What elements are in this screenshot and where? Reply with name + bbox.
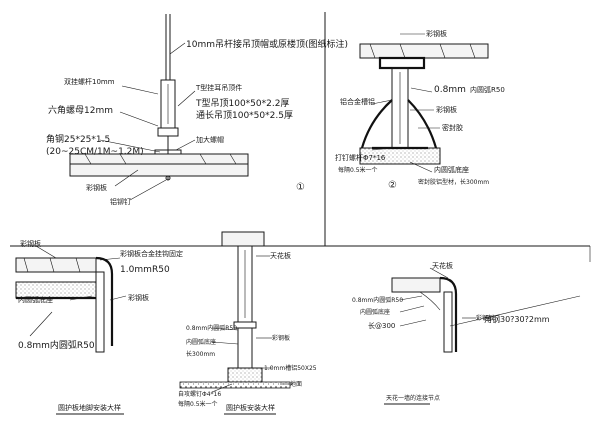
base-side-panel-label: 彩钢板 [128,293,149,302]
detail-4-caption: 圆护板安装大样 [226,403,275,412]
thickness-label: 0.8mm [434,85,466,95]
panel-5-label: 彩钢板 [476,314,494,322]
rivet-label: 铝铆钉 [110,197,131,206]
hex-nut-label: 六角螺母12mm [48,104,113,116]
detail-1-number: ① [296,182,305,193]
panel-label: 彩钢板 [86,183,107,192]
detail-3-base: 彩钢板 彩钢板合金挂钩固定 1.0mm R50 彩钢板 内圆弧底座 0.8mm内… [15,239,183,415]
side-panel-4-label: 彩钢板 [272,334,290,342]
detail-3-caption: 圆护板地脚安装大样 [58,403,121,412]
spec-a-label: T型吊顶100*50*2.2厚 [195,98,289,109]
spec-5a-label: 0.8mm内圆弧R50 [352,296,403,304]
spacing2-label: 每隔0.5米一个 [338,166,378,174]
bottom-4-label: 1.0mm槽铝50X25 [264,364,317,372]
spec-b-label: 通长吊顶100*50*2.5厚 [196,109,293,121]
detail-1-hanger: 10mm吊杆接吊顶帽或原楼顶(图纸标注) 双挂螺杆10mm 六角螺母12mm T… [46,14,348,206]
spec-4a-label: 0.8mm内圆弧R50 [186,324,237,332]
detail-4-wall-panel: 天花板 0.8mm内圆弧R50 内圆弧底座 长300mm 彩钢板 1.0mm槽铝… [178,231,317,415]
floor-4-label: 地面 [290,380,302,388]
base-arc-label: 内圆弧底座 [18,295,53,304]
sealant-label: 密封胶 [442,123,463,132]
detail-2-number: ② [388,180,397,191]
base-panel-label: 彩钢板 [20,239,41,248]
detail-2-partition: 彩钢板 0.8mm 内圆弧R50 铝合金槽铝 彩钢板 密封胶 打钉螺杆Φ7*16… [335,29,505,191]
detail-5-ceiling-joint: 天花板 0.8mm内圆弧R50 内圆弧底座 长@300 彩钢板 角钢30?30?… [352,261,581,405]
anchor-4-label: 自攻螺钉Φ4*16 [178,390,221,398]
length-4-label: 长300mm [186,350,215,358]
channel-label: T型挂耳吊顶件 [195,83,242,92]
side-note-5-label: 角钢30?30?2mm [484,314,550,324]
spacing-4-label: 每隔0.5米一个 [178,400,218,408]
side-panel-label: 彩钢板 [436,105,457,114]
base-thickness-label: 1.0mm [120,265,152,275]
bolt-label: 加大螺帽 [196,135,224,144]
radius-label: 内圆弧R50 [470,85,505,94]
alu-section-label: 铝合金槽铝 [340,97,375,106]
ceiling-5-label: 天花板 [432,261,453,270]
fixing-label: 彩钢板合金挂钩固定 [120,249,183,258]
angle-label: 角钢25*25*1.5 [46,133,110,145]
ceiling-label-4: 天花板 [270,251,291,260]
threaded-rod-label: 双挂螺杆10mm [64,77,115,86]
arc-spec-label: 密封胶铝型材，长300mm [418,178,489,186]
rod-label: 10mm吊杆接吊顶帽或原楼顶(图纸标注) [186,38,348,50]
bolt2-label: 打钉螺杆Φ7*16 [335,153,386,162]
arc-corner-label: 内圆弧底座 [434,165,469,174]
top-panel-label: 彩钢板 [426,29,447,38]
arc-base-5-label: 内圆弧底座 [360,308,390,316]
base-radius-label: R50 [152,265,170,275]
detail-5-caption: 天花一墙的连接节点 [386,394,440,402]
arc-base-4-label: 内圆弧底座 [186,338,216,346]
dimension-5-label: 长@300 [368,321,395,330]
spacing-label: (20~25CM/1M~1.2M) [46,147,144,157]
base-bottom-spec: 0.8mm内圆弧R50 [18,339,95,351]
